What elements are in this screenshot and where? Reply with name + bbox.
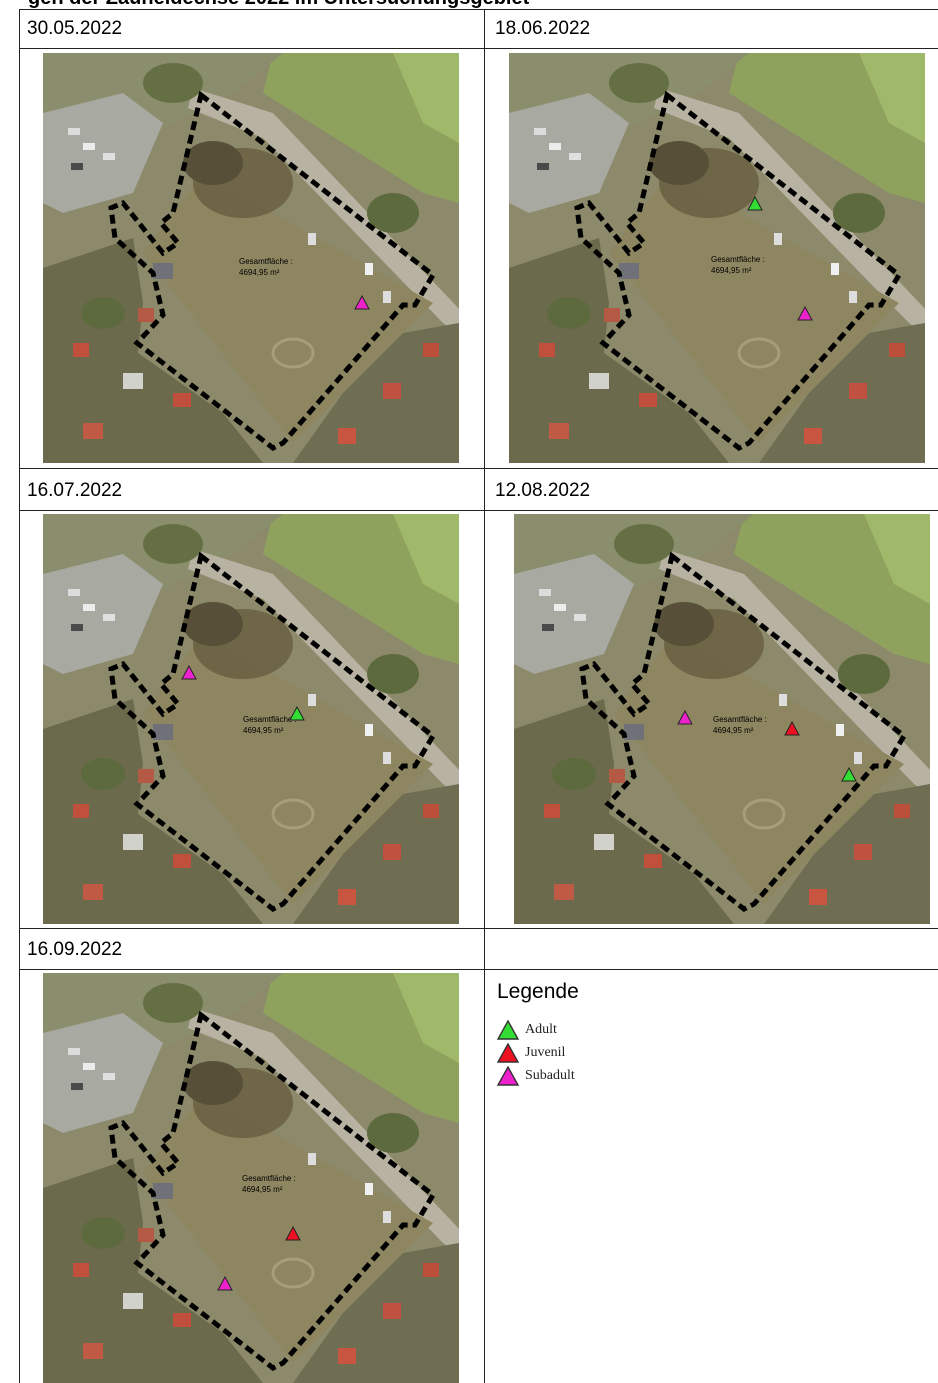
area-value: 4694,95 m²: [711, 266, 752, 275]
area-value: 4694,95 m²: [243, 726, 284, 735]
survey-table: [19, 9, 938, 1383]
area-value: 4694,95 m²: [713, 726, 754, 735]
legend-item-subadult: Subadult: [497, 1064, 579, 1087]
area-label: Gesamtfläche :: [711, 255, 765, 264]
magenta-triangle-icon: [497, 1065, 519, 1086]
table-line: [19, 928, 938, 929]
document-title-fragment: gen der Zauneidechse 2022 im Untersuchun…: [28, 0, 529, 10]
legend-title: Legende: [497, 980, 579, 1003]
survey-date: 30.05.2022: [27, 18, 123, 39]
survey-date: 18.06.2022: [495, 18, 591, 39]
table-line: [19, 468, 938, 469]
table-line: [19, 969, 938, 970]
legend-label: Adult: [525, 1021, 557, 1037]
aerial-map: Gesamtfläche : 4694,95 m²: [43, 973, 459, 1383]
legend-label: Juvenil: [525, 1044, 566, 1060]
table-line: [19, 48, 938, 49]
legend-item-adult: Adult: [497, 1018, 579, 1041]
survey-date: 16.07.2022: [27, 480, 123, 501]
aerial-map: Gesamtfläche : 4694,95 m²: [43, 53, 459, 463]
area-label: Gesamtfläche :: [242, 1174, 296, 1183]
aerial-map: Gesamtfläche : 4694,95 m²: [509, 53, 925, 463]
table-divider-middle: [484, 9, 485, 1383]
table-line: [19, 510, 938, 511]
aerial-map: Gesamtfläche : 4694,95 m²: [514, 514, 930, 924]
survey-date: 16.09.2022: [27, 939, 123, 960]
legend-item-juvenil: Juvenil: [497, 1041, 579, 1064]
area-label: Gesamtfläche :: [243, 715, 297, 724]
survey-date: 12.08.2022: [495, 480, 591, 501]
map-legend: Legende Adult Juvenil Subadult: [497, 980, 579, 1087]
aerial-map: Gesamtfläche : 4694,95 m²: [43, 514, 459, 924]
red-triangle-icon: [497, 1042, 519, 1063]
area-value: 4694,95 m²: [239, 268, 280, 277]
legend-label: Subadult: [525, 1067, 575, 1083]
area-label: Gesamtfläche :: [239, 257, 293, 266]
green-triangle-icon: [497, 1019, 519, 1040]
area-label: Gesamtfläche :: [713, 715, 767, 724]
area-value: 4694,95 m²: [242, 1185, 283, 1194]
